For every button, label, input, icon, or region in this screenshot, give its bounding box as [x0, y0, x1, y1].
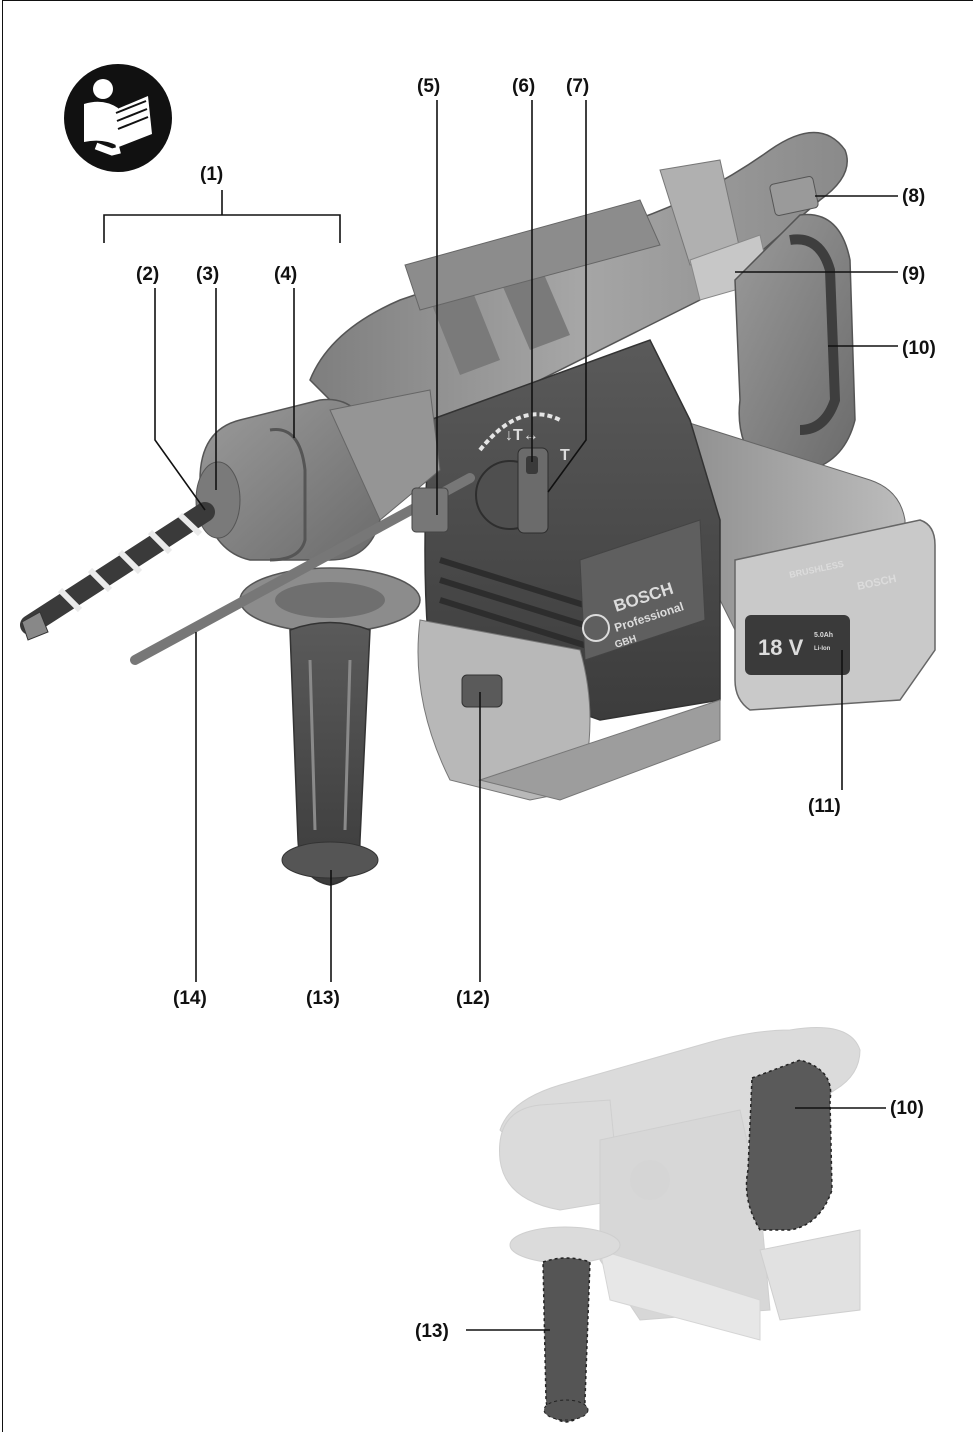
svg-text:(5): (5)	[417, 76, 440, 97]
callout-2: (2)	[136, 264, 206, 511]
callout-5: (5)	[417, 76, 440, 515]
callout-13-secondary: (13)	[415, 1321, 550, 1342]
rotary-hammer-secondary	[499, 1027, 861, 1423]
svg-text:(10): (10)	[902, 338, 936, 359]
callout-4: (4)	[274, 264, 297, 438]
callout-9: (9)	[735, 264, 925, 285]
highlighted-main-handle	[745, 1059, 833, 1231]
battery-voltage-label: 18 V	[758, 635, 804, 660]
mode-t-symbol: T	[560, 447, 570, 464]
callout-11: (11)	[808, 650, 843, 817]
svg-text:(10): (10)	[890, 1098, 924, 1119]
battery-label	[745, 615, 850, 675]
svg-text:(4): (4)	[274, 264, 297, 285]
svg-text:(11): (11)	[808, 796, 841, 817]
callout-1: (1)	[103, 164, 341, 243]
callout-8: (8)	[815, 186, 925, 207]
mode-lock-button	[526, 456, 538, 474]
svg-text:(6): (6)	[512, 76, 535, 97]
highlighted-aux-handle	[542, 1257, 591, 1423]
callout-10-secondary: (10)	[795, 1098, 924, 1119]
mode-selector-lever	[517, 447, 549, 534]
rotary-hammer-main: 18 V 5.0Ah Li-Ion BOSCH BRUSHLESS BOSCH …	[20, 131, 936, 886]
svg-text:(13): (13)	[415, 1321, 449, 1342]
main-handle	[734, 213, 856, 471]
callout-3: (3)	[196, 264, 219, 490]
callout-14: (14)	[173, 632, 207, 1009]
callout-13: (13)	[306, 870, 340, 1009]
callout-12: (12)	[456, 692, 490, 1009]
svg-text:(13): (13)	[306, 988, 340, 1009]
read-manual-icon	[64, 64, 172, 172]
svg-text:(3): (3)	[196, 264, 219, 285]
battery-chem-label: Li-Ion	[814, 646, 831, 652]
callout-7: (7)	[547, 76, 589, 493]
aux-handle-end	[281, 841, 379, 879]
drill-bit	[20, 502, 215, 641]
svg-text:(12): (12)	[456, 988, 490, 1009]
svg-text:(14): (14)	[173, 988, 207, 1009]
callout-6: (6)	[512, 76, 535, 462]
dust-cap	[195, 461, 241, 539]
svg-text:(7): (7)	[566, 76, 589, 97]
callout-10: (10)	[828, 338, 936, 359]
svg-text:(8): (8)	[902, 186, 925, 207]
svg-text:(2): (2)	[136, 264, 159, 285]
mode-symbol: ↓T↔	[505, 427, 539, 444]
bosch-logo	[582, 614, 610, 642]
battery-capacity-label: 5.0Ah	[814, 632, 833, 639]
svg-text:(9): (9)	[902, 264, 925, 285]
svg-text:(1): (1)	[200, 164, 223, 185]
on-off-switch	[461, 674, 503, 708]
depth-stop-clamp	[411, 487, 449, 533]
